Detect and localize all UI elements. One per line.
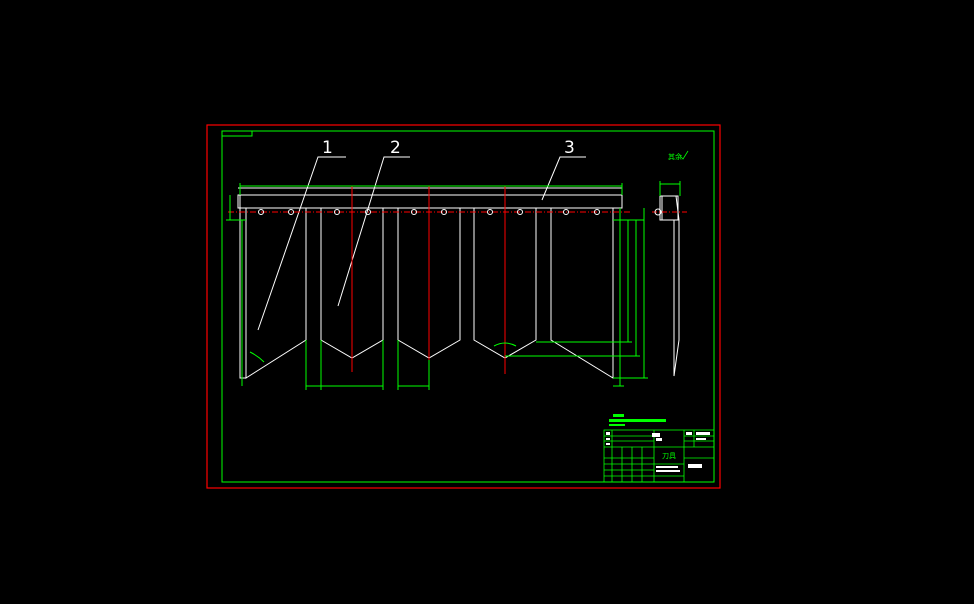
bolt-hole xyxy=(365,209,371,215)
side-view-hub xyxy=(659,195,679,221)
callout-3: 3 xyxy=(564,138,575,158)
title-block xyxy=(603,429,715,483)
bolt-hole xyxy=(258,209,264,215)
bolt-hole xyxy=(441,209,447,215)
side-view xyxy=(652,181,688,377)
note-line xyxy=(609,424,625,426)
sheet-inner-frame xyxy=(221,130,715,483)
bolt-hole xyxy=(487,209,493,215)
tb-mark xyxy=(696,438,706,440)
leader-1 xyxy=(257,156,346,331)
side-view-bolt xyxy=(654,208,662,216)
callout-1: 1 xyxy=(322,138,333,158)
angle-arc-mid xyxy=(493,342,517,347)
bolt-hole xyxy=(517,209,523,215)
tb-mark xyxy=(656,466,678,468)
callout-2: 2 xyxy=(390,138,401,158)
tb-mark xyxy=(656,470,680,472)
side-view-blade xyxy=(661,195,680,377)
frame-corner-tab xyxy=(222,131,253,137)
angle-arc-left xyxy=(249,351,265,363)
surface-finish-symbol xyxy=(679,150,689,160)
tb-mark xyxy=(606,438,610,440)
tb-mark xyxy=(686,432,692,435)
title-block-text-marks xyxy=(606,432,710,472)
tb-mark xyxy=(688,464,702,468)
surface-finish-note: 其余 xyxy=(668,152,682,161)
front-view xyxy=(237,156,623,379)
bolt-holes xyxy=(258,209,600,215)
bolt-hole xyxy=(411,209,417,215)
dimension-lines xyxy=(226,183,648,390)
bolt-hole xyxy=(288,209,294,215)
bolt-hole xyxy=(594,209,600,215)
tb-mark xyxy=(696,432,710,435)
sheet-outer-border xyxy=(206,124,721,489)
technical-notes xyxy=(609,414,666,426)
note-line xyxy=(609,419,666,422)
bolt-hole xyxy=(334,209,340,215)
leader-2 xyxy=(337,156,410,307)
centerlines xyxy=(228,186,632,374)
note-line xyxy=(613,414,624,417)
blade-5-outline xyxy=(550,208,614,379)
tb-mark xyxy=(656,438,662,441)
leader-3 xyxy=(541,156,586,201)
title-block-part-name: 刀具 xyxy=(662,452,676,460)
title-block-frame xyxy=(603,429,715,483)
blade-1-outline xyxy=(245,208,307,379)
holder-bar xyxy=(237,194,623,209)
bolt-hole xyxy=(563,209,569,215)
tb-mark xyxy=(606,443,610,445)
tb-mark xyxy=(652,433,660,437)
tb-mark xyxy=(606,432,610,435)
